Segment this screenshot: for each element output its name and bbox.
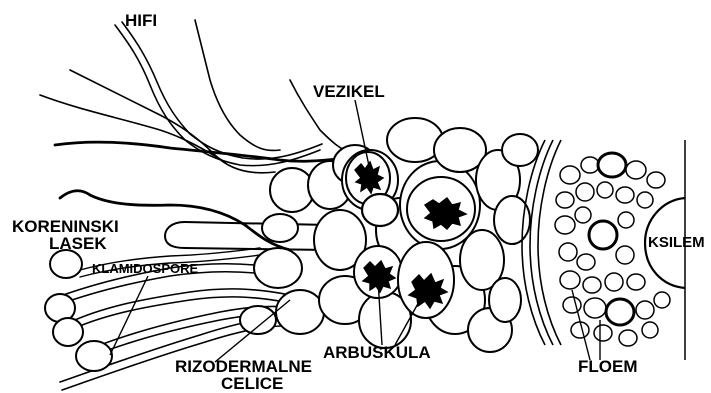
label-lasek: LASEK <box>49 234 107 253</box>
phloem-cell <box>556 192 574 208</box>
phloem-cell <box>584 298 606 318</box>
phloem-cell <box>616 187 634 203</box>
chlamydospore <box>50 250 82 278</box>
phloem-cell <box>577 254 595 270</box>
label-celice: CELICE <box>221 374 283 393</box>
hypha <box>195 20 280 150</box>
rhizodermal-cell <box>240 306 276 334</box>
cortex-cells <box>240 118 538 352</box>
phloem-cell <box>555 216 575 234</box>
vesicle <box>362 194 398 226</box>
hypha <box>55 272 290 306</box>
cortex-cell <box>489 278 521 322</box>
phloem-cell <box>636 301 654 319</box>
phloem-cell <box>637 192 653 208</box>
phloem-cell <box>594 325 612 341</box>
phloem-cell <box>598 153 626 177</box>
label-floem: FLOEM <box>578 357 638 376</box>
phloem-cell <box>618 212 634 228</box>
cortex-cell <box>502 134 538 166</box>
label-ksilem: KSILEM <box>648 234 705 251</box>
label-arbuskula: ARBUSKULA <box>323 343 431 362</box>
phloem-cell <box>575 207 591 223</box>
rhizodermal-cell <box>276 290 324 334</box>
hypha <box>55 142 350 161</box>
chlamydospore <box>53 318 83 346</box>
label-klamidospore: KLAMIDOSPORE <box>92 261 199 276</box>
cortex-cell <box>494 196 530 244</box>
phloem-cell <box>571 322 589 338</box>
rhizodermal-cell <box>270 168 314 212</box>
label-vezikel: VEZIKEL <box>313 82 385 101</box>
phloem-cell <box>654 292 670 308</box>
phloem-cell <box>560 166 580 184</box>
phloem-cell <box>642 322 658 338</box>
phloem-cell <box>616 246 634 264</box>
phloem-cell <box>647 172 665 188</box>
phloem-cell <box>605 273 623 291</box>
label-hifi: HIFI <box>125 11 157 30</box>
phloem-cell <box>560 271 580 289</box>
phloem-cell <box>563 297 581 313</box>
phloem-cell <box>619 330 637 346</box>
phloem-cell <box>559 243 577 261</box>
rhizodermal-cell <box>254 248 302 288</box>
endodermis <box>522 140 561 345</box>
chlamydospore <box>76 341 112 371</box>
phloem-cell <box>581 157 599 173</box>
phloem-cell <box>583 277 601 293</box>
phloem-cell <box>576 183 594 201</box>
phloem-cell <box>589 221 617 249</box>
rhizodermal-cell <box>262 214 298 242</box>
phloem-cell <box>606 299 634 325</box>
phloem-cell <box>597 182 613 198</box>
phloem-cell <box>626 161 646 179</box>
phloem-cell <box>627 274 645 290</box>
